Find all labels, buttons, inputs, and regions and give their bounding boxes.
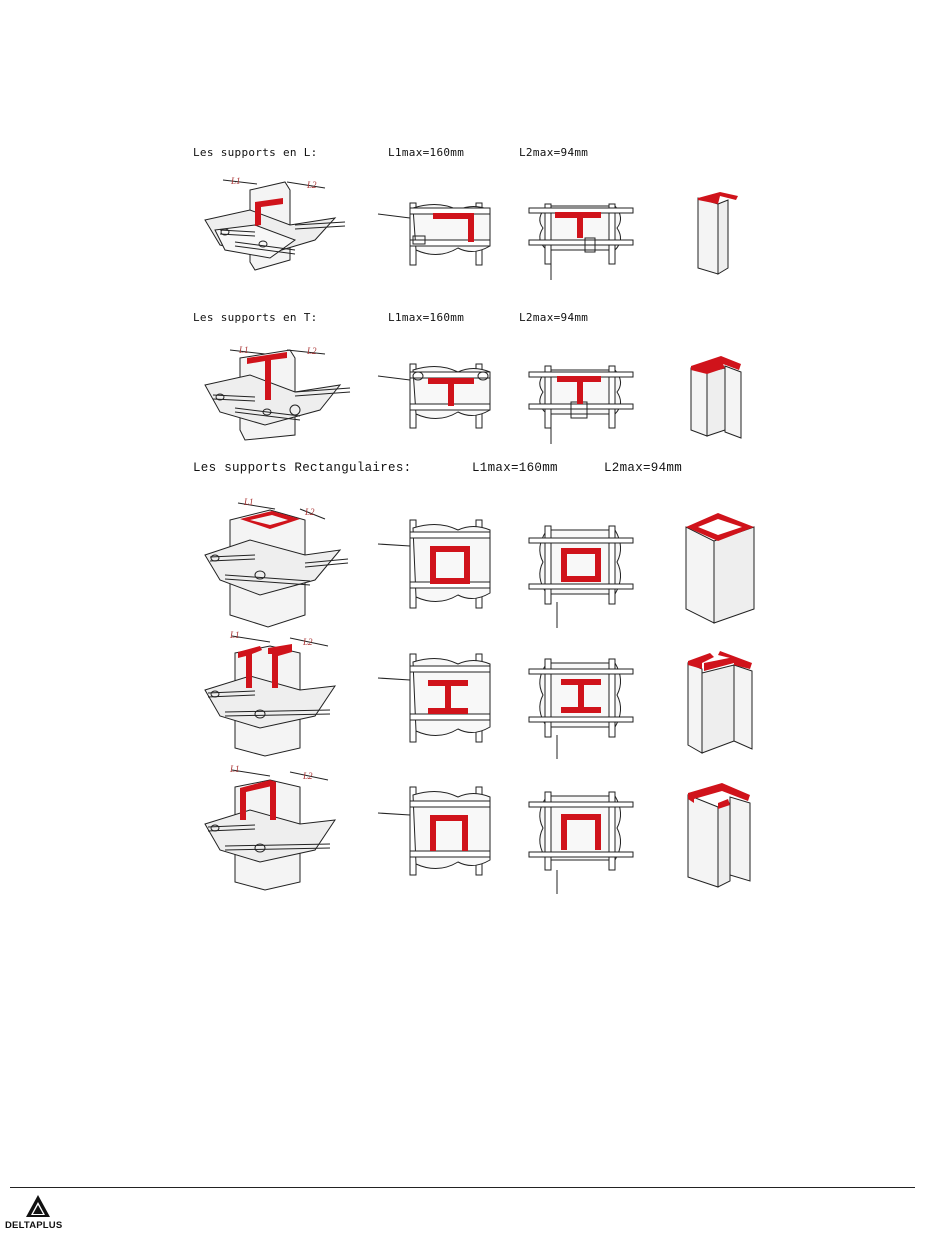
u-profile-3d-figure [682,777,762,892]
section-l1max-l: L1max=160mm [388,146,464,159]
t-l1-dim-label: L1 [238,345,249,355]
section-title-t: Les supports en T: [193,311,318,324]
l-support-isometric-figure: L1 L2 [195,170,355,275]
section-title-l: Les supports en L: [193,146,318,159]
footer-divider [10,1187,915,1188]
h-support-top-view-alt-figure [525,655,645,765]
h-support-top-view-figure [378,652,498,744]
brand-logo-text: DELTAPLUS [5,1220,62,1231]
square-support-top-view-alt-figure [525,522,645,632]
l1-dim-label: L1 [230,176,241,186]
l-support-top-view-alt-figure [525,198,645,280]
u-l1-dim-label: L1 [229,764,240,774]
section-l1max-t: L1max=160mm [388,311,464,324]
section-l2max-t: L2max=94mm [519,311,588,324]
l2-dim-label: L2 [306,180,317,190]
t-support-isometric-figure: L1 L2 [195,340,355,440]
u-l2-dim-label: L2 [302,771,313,781]
square-support-top-view-figure [378,518,498,610]
t-profile-3d-figure [685,350,755,442]
l-support-top-view-figure [378,198,498,268]
h-profile-3d-figure [682,645,762,760]
u-support-top-view-figure [378,785,498,877]
square-support-isometric-figure: L1 L2 [200,495,350,630]
u-support-top-view-alt-figure [525,788,645,898]
sq-l2-dim-label: L2 [304,507,315,517]
t-l2-dim-label: L2 [306,346,317,356]
h-l2-dim-label: L2 [302,637,313,647]
h-l1-dim-label: L1 [229,630,240,640]
sq-l1-dim-label: L1 [243,497,254,507]
t-support-top-view-alt-figure [525,362,645,444]
square-profile-3d-figure [680,505,760,627]
section-l2max-l: L2max=94mm [519,146,588,159]
u-support-isometric-figure: L1 L2 [200,762,350,892]
t-support-top-view-figure [378,362,498,432]
section-l1max-rect: L1max=160mm [472,461,558,475]
section-l2max-rect: L2max=94mm [604,461,682,475]
h-support-isometric-figure: L1 L2 [200,628,350,758]
section-title-rect: Les supports Rectangulaires: [193,461,411,475]
l-profile-3d-figure [690,188,750,278]
